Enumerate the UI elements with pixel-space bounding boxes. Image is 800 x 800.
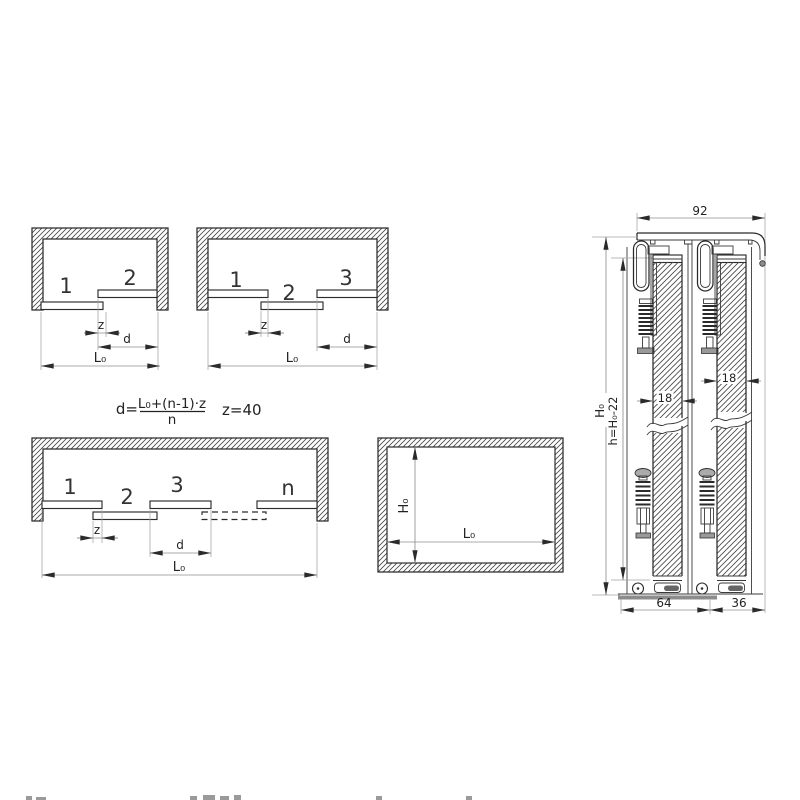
opening-dimensions-scheme: H₀ L₀ [377, 437, 564, 573]
dim-z-label: z [98, 318, 104, 332]
dim-z-label: z [261, 318, 267, 332]
roller-groove [700, 244, 711, 288]
dimensions: z d L₀ [41, 510, 318, 578]
n-door-scheme: 1 2 3 n z d L₀ [31, 437, 329, 578]
door-panel-section [646, 262, 689, 576]
bottom-spring-guide [634, 468, 652, 539]
opening-inner [386, 446, 556, 564]
door-panel-n [256, 500, 318, 510]
fascia-end-bead [759, 260, 766, 267]
two-door-scheme: 1 2 z d L₀ [31, 227, 169, 370]
bottom-track [618, 593, 763, 600]
top-track-profile [636, 232, 766, 267]
roller-groove [636, 244, 647, 288]
dim-h0-label: H₀ [593, 404, 607, 418]
dim-l0-label: L₀ [173, 560, 185, 575]
label-gap [599, 393, 611, 427]
top-spring-tensioner [701, 298, 719, 354]
panel-2-label: 2 [282, 281, 295, 305]
dim-d-label: d [343, 332, 351, 346]
dim-l0-label: L₀ [463, 527, 475, 542]
dim-z-label: z [94, 523, 100, 537]
door-panel-1 [40, 301, 104, 311]
door-panel-2 [97, 289, 158, 299]
dim-18-right-label: 18 [722, 371, 737, 385]
wall-frame [31, 437, 329, 522]
door-panel-1 [207, 289, 269, 299]
door-panel-3 [149, 500, 212, 510]
cutoff-caption-fragments [26, 795, 472, 800]
dim-door-thickness: 18 [637, 391, 697, 405]
right-door-assembly: 18 [695, 240, 761, 595]
dim-h0-total: H₀ [592, 236, 638, 596]
panel-bottom-shoe [631, 575, 682, 595]
panel-2-label: 2 [120, 485, 133, 509]
door-panel-section [710, 262, 753, 576]
panel-1-label: 1 [63, 475, 76, 499]
dim-92-label: 92 [692, 204, 707, 218]
roller-carriage-wheel [632, 240, 650, 292]
dim-h0-label: H₀ [397, 499, 412, 514]
dim-d-label: d [123, 332, 131, 346]
bottom-spring-guide [698, 468, 716, 539]
floor-rail-bar [618, 595, 717, 600]
dim-door-height-label: h=H₀-22 [606, 397, 620, 446]
dimensions: z d L₀ [40, 299, 161, 370]
formula-numerator: L₀+(n-1)·z [138, 396, 206, 412]
dim-door-height: h=H₀-22 [606, 257, 655, 581]
wall-frame [196, 227, 389, 311]
panel-3-label: 3 [339, 266, 352, 290]
frame-verticals [626, 244, 752, 594]
dim-bottom-zones: 64 36 [620, 596, 766, 614]
dim-92: 92 [636, 204, 766, 613]
left-door-assembly: 18 [631, 240, 697, 595]
panel-2-label: 2 [123, 266, 136, 290]
roller-carriage-wheel [696, 240, 714, 292]
panel-1-label: 1 [229, 268, 242, 292]
dimensions: z d L₀ [207, 299, 378, 370]
dim-d-label: d [176, 538, 184, 552]
door-panel-1 [41, 500, 103, 510]
dim-36-label: 36 [731, 596, 746, 610]
dim-l0-label: L₀ [286, 351, 298, 366]
panel-bottom-shoe [695, 575, 746, 595]
door-panel-2 [260, 301, 324, 311]
panel-3-label: 3 [170, 473, 183, 497]
formula-denominator: n [168, 412, 177, 428]
door-panel-hidden-dashed [201, 511, 267, 521]
track-cross-section: 92 H₀ h=H₀-2 [592, 204, 766, 614]
door-width-formula: d= L₀+(n-1)·z n z=40 [116, 396, 262, 428]
formula-z-value: z=40 [222, 401, 262, 419]
dim-l0-label: L₀ [94, 351, 106, 366]
panel-n-label: n [281, 476, 294, 500]
dim-door-thickness: 18 [701, 371, 761, 385]
dim-18-left-label: 18 [658, 391, 673, 405]
dim-64-label: 64 [656, 596, 671, 610]
three-door-scheme: 1 2 3 z d L₀ [196, 227, 389, 370]
panel-1-label: 1 [59, 274, 72, 298]
top-spring-tensioner [637, 298, 655, 354]
wall-frame [31, 227, 169, 311]
door-panel-2 [92, 511, 158, 521]
formula-lhs: d= [116, 400, 138, 418]
door-panel-3 [316, 289, 378, 299]
